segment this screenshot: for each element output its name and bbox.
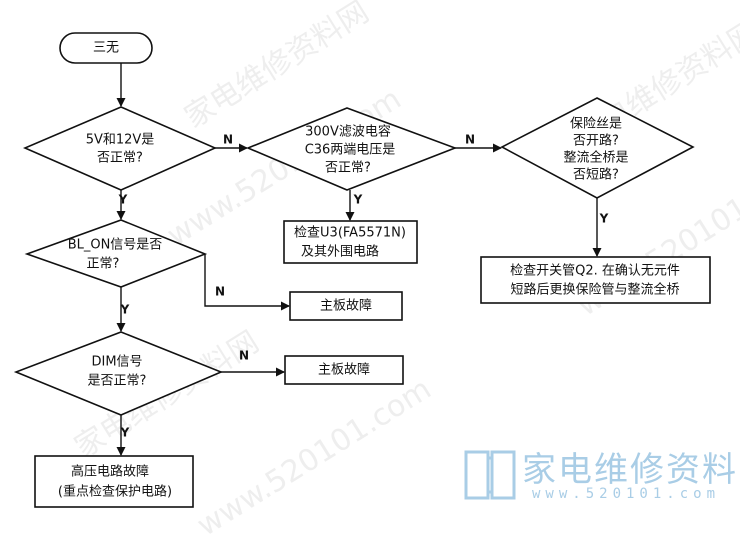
start-node: 三无 <box>59 32 153 64</box>
fault-high-voltage-line1: 高压电路故障 <box>71 464 149 480</box>
action-q2-line2: 短路后更换保险管与整流全桥 <box>510 282 679 298</box>
fault-high-voltage: 高压电路故障 (重点检查保护电路) <box>34 455 194 508</box>
decision-5v-12v: 5V和12V是 否正常? <box>22 106 217 191</box>
fault-high-voltage-line2: (重点检查保护电路) <box>58 484 172 500</box>
fault-mainboard-1-label: 主板故障 <box>320 299 372 314</box>
label-no-bl-on: N <box>215 285 225 299</box>
decision-fuse-line3: 整流全桥是 <box>563 150 628 166</box>
decision-dim: DIM信号 是否正常? <box>13 331 224 416</box>
edge-bl-on-no <box>204 254 290 311</box>
site-logo: 家电维修资料网 www.520101.com <box>462 440 740 514</box>
decision-bl-on: BL_ON信号是否 正常? <box>24 219 208 288</box>
action-check-q2: 检查开关管Q2. 在确认无元件 短路后更换保险管与整流全桥 <box>480 256 711 304</box>
action-q2-line1: 检查开关管Q2. 在确认无元件 <box>510 264 680 279</box>
decision-fuse-line2: 否开路? <box>573 133 619 149</box>
action-u3-line1: 检查U3(FA5571N) <box>294 226 406 241</box>
action-u3-line2: 及其外围电路 <box>301 244 379 260</box>
fault-mainboard-2-label: 主板故障 <box>318 363 370 378</box>
decision-bl-on-line1: BL_ON信号是否 <box>68 238 163 253</box>
logo-url: www.520101.com <box>532 486 721 502</box>
label-yes-dim: Y <box>120 426 130 440</box>
decision-300v-line3: 否正常? <box>325 161 371 176</box>
flowchart: 三无 5V和12V是 否正常? 300V滤波电容 C36两端电压是 否正常? 保… <box>13 32 711 508</box>
fault-mainboard-1: 主板故障 <box>289 291 403 321</box>
decision-300v: 300V滤波电容 C36两端电压是 否正常? <box>245 107 458 191</box>
label-yes-bl-on: Y <box>120 303 130 317</box>
decision-5v-12v-line1: 5V和12V是 <box>86 133 155 148</box>
label-no-5v12v: N <box>223 133 233 147</box>
decision-300v-line1: 300V滤波电容 <box>305 124 391 140</box>
label-no-300v: N <box>465 133 475 147</box>
label-yes-300v: Y <box>353 193 363 207</box>
book-icon <box>464 450 516 500</box>
decision-300v-line2: C36两端电压是 <box>305 143 396 158</box>
decision-5v-12v-line2: 否正常? <box>97 151 143 166</box>
fault-mainboard-2: 主板故障 <box>284 355 404 385</box>
label-yes-fuse: Y <box>599 212 609 226</box>
start-label: 三无 <box>93 41 119 56</box>
label-yes-5v12v: Y <box>118 193 128 207</box>
decision-dim-line1: DIM信号 <box>91 355 142 370</box>
action-check-u3: 检查U3(FA5571N) 及其外围电路 <box>283 220 418 264</box>
decision-fuse-line1: 保险丝是 <box>570 117 622 132</box>
decision-fuse-line4: 否短路? <box>573 167 619 183</box>
decision-dim-line2: 是否正常? <box>88 374 147 389</box>
label-no-dim: N <box>239 349 249 363</box>
logo-text: 家电维修资料网 <box>522 450 740 490</box>
decision-bl-on-line2: 正常? <box>87 257 120 272</box>
decision-fuse-bridge: 保险丝是 否开路? 整流全桥是 否短路? <box>500 97 695 199</box>
